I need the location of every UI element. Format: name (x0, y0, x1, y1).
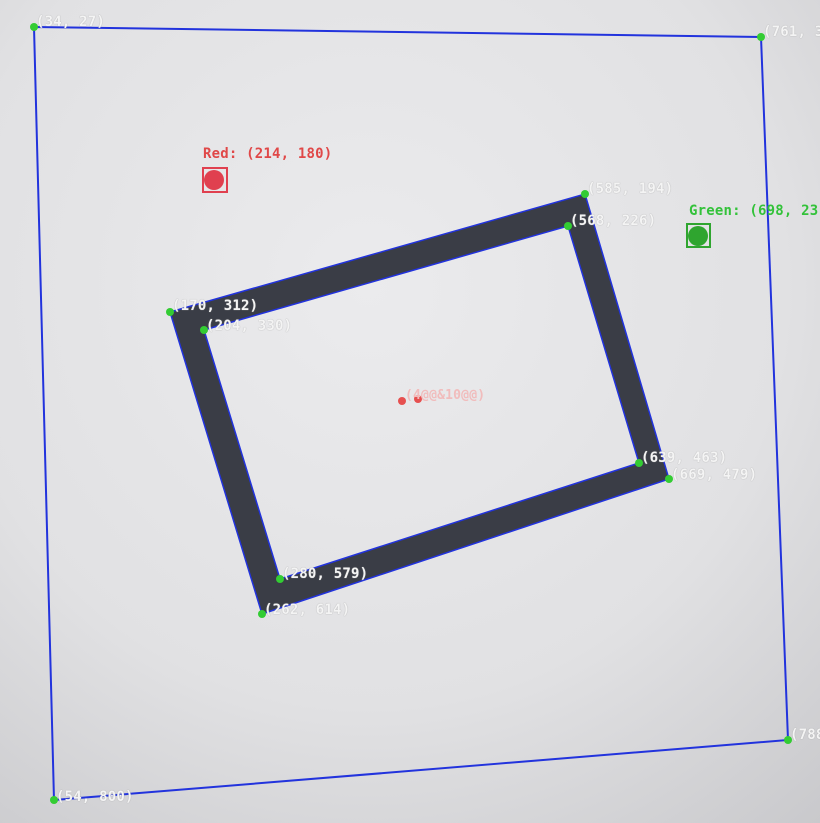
red-marker-box (202, 167, 228, 193)
corner-point (276, 575, 284, 583)
corner-point (635, 459, 643, 467)
red-marker-dot (204, 170, 224, 190)
corner-point (200, 326, 208, 334)
label-frame-outer-bottom-right: (669, 479) (671, 467, 758, 483)
label-frame-outer-bottom-left: (262, 614) (264, 602, 351, 618)
green-marker-dot (688, 226, 708, 246)
corner-point (757, 33, 765, 41)
label-red-marker: Red: (214, 180) (203, 146, 333, 162)
label-frame-inner-top-right: (568, 226) (570, 213, 657, 229)
corner-point (258, 610, 266, 618)
label-outer-top-left: (34, 27) (36, 14, 106, 30)
corner-point (166, 308, 174, 316)
label-outer-bottom-right: (788 (790, 727, 820, 743)
frame-outer-outline (169, 193, 670, 615)
label-frame-inner-bottom-right: (639, 463) (641, 450, 728, 466)
corner-point (564, 222, 572, 230)
label-frame-inner-bottom-left: (280, 579) (282, 566, 369, 582)
label-center: (4@@&10@@) (405, 388, 486, 403)
label-frame-inner-top-left: (204, 330) (206, 318, 293, 334)
corner-point (30, 23, 38, 31)
label-green-marker: Green: (698, 23 (689, 203, 819, 219)
corner-point (50, 796, 58, 804)
label-outer-bottom-left: (54, 800) (56, 789, 134, 805)
label-frame-outer-top-left: (170, 312) (172, 298, 259, 314)
corner-point (665, 475, 673, 483)
label-frame-outer-top-right: (585, 194) (587, 181, 674, 197)
outer-paper-outline (32, 25, 790, 802)
corner-point (581, 190, 589, 198)
corner-point (784, 736, 792, 744)
label-outer-top-right: (761, 3 (763, 24, 820, 40)
black-frame (170, 194, 669, 614)
center-point (398, 397, 406, 405)
center-point (414, 395, 422, 403)
green-marker-box (686, 223, 711, 248)
